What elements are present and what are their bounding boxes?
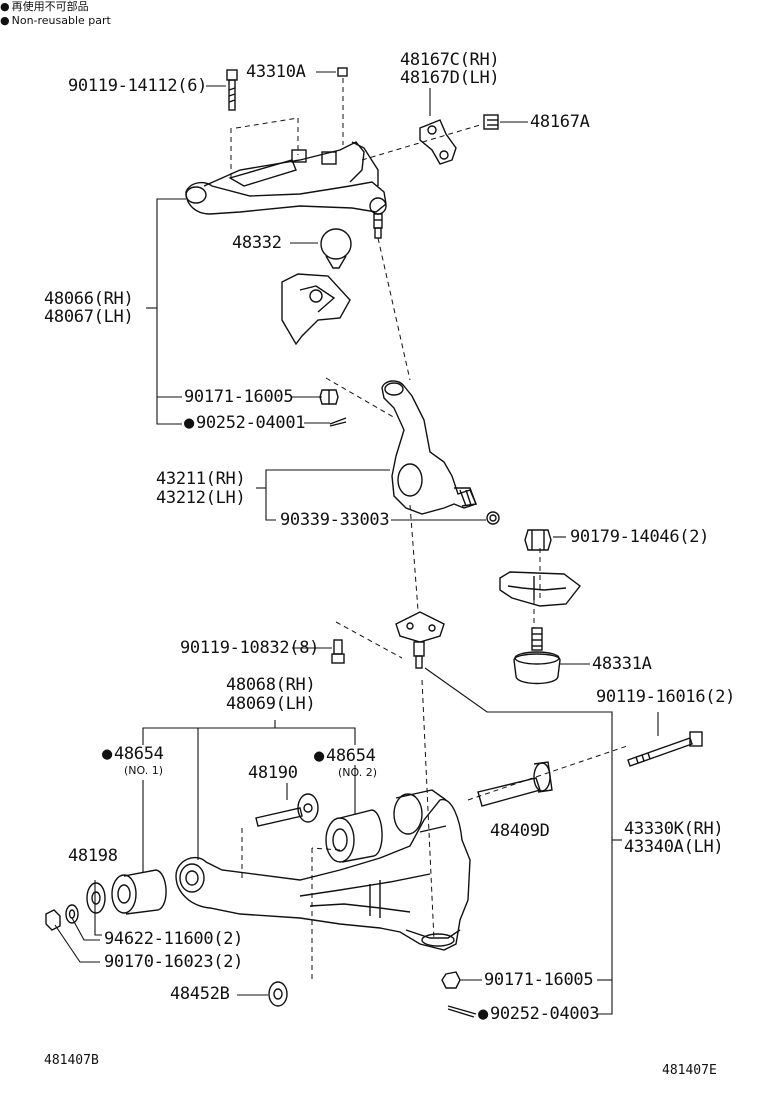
bolt-90119-16016 <box>627 731 703 767</box>
legend-en: Non-reusable part <box>0 14 760 28</box>
bolt-48409D <box>477 761 553 807</box>
label-90252-04003[interactable]: 90252-04003 <box>478 1004 600 1024</box>
cam-plate-48167 <box>419 119 457 165</box>
nut-90339-33003 <box>486 511 500 525</box>
label-48654-no1-text: 48654 <box>113 744 164 764</box>
label-no2: (NO. 2) <box>338 766 378 779</box>
bump-stopper-48332 <box>281 228 352 346</box>
label-48331A[interactable]: 48331A <box>592 654 652 674</box>
lower-ball-joint <box>395 611 445 669</box>
label-48069[interactable]: 48069(LH) <box>226 694 316 714</box>
label-43212[interactable]: 43212(LH) <box>156 488 246 508</box>
label-48066[interactable]: 48066(RH) <box>44 289 134 309</box>
label-43340A[interactable]: 43340A(LH) <box>624 837 724 857</box>
bolt-90119-14112 <box>226 69 238 111</box>
label-90171-16005-top[interactable]: 90171-16005 <box>184 387 294 407</box>
label-48332[interactable]: 48332 <box>232 233 282 253</box>
lower-control-arm <box>175 789 471 951</box>
label-48654-no2-text: 48654 <box>325 746 376 766</box>
label-48167A[interactable]: 48167A <box>530 112 590 132</box>
label-48654-no1[interactable]: 48654 <box>102 745 164 763</box>
label-48068[interactable]: 48068(RH) <box>226 675 316 695</box>
cotter-pin-90252-04001 <box>329 417 347 427</box>
label-90171-16005-bottom[interactable]: 90171-16005 <box>484 970 594 990</box>
label-90252-04001[interactable]: 90252-04001 <box>184 413 306 433</box>
label-90339-33003[interactable]: 90339-33003 <box>280 510 390 530</box>
label-48167D[interactable]: 48167D(LH) <box>400 68 500 88</box>
label-90119-16016[interactable]: 90119-16016(2) <box>596 687 736 707</box>
label-48167C[interactable]: 48167C(RH) <box>400 50 500 70</box>
nut-43310A <box>337 67 348 77</box>
cam-48452B <box>268 981 288 1007</box>
label-no1: (NO. 1) <box>124 764 164 777</box>
nut-90171-16005-bottom <box>441 971 461 989</box>
steering-knuckle-43211 <box>381 380 477 515</box>
label-43310A[interactable]: 43310A <box>246 62 306 82</box>
bushing-48654-no1 <box>111 869 167 915</box>
bolt-90119-10832 <box>331 639 345 664</box>
label-94622-11600[interactable]: 94622-11600(2) <box>104 929 244 949</box>
bolt-48167A <box>483 114 499 130</box>
label-48067[interactable]: 48067(LH) <box>44 307 134 327</box>
nut-90170-16023 <box>45 909 61 931</box>
label-48452B[interactable]: 48452B <box>170 984 230 1004</box>
legend-ja-text: 再使用不可部品 <box>11 0 89 13</box>
cam-bolt-48190 <box>255 793 319 827</box>
washer-48198 <box>86 882 106 914</box>
nut-90171-16005-top <box>319 389 339 405</box>
label-43211[interactable]: 43211(RH) <box>156 469 246 489</box>
diagram-code-right: 481407E <box>662 1063 717 1078</box>
label-43330K[interactable]: 43330K(RH) <box>624 819 724 839</box>
ball-joint-bracket <box>499 571 581 607</box>
label-48190[interactable]: 48190 <box>248 763 298 783</box>
label-90119-14112[interactable]: 90119-14112(6) <box>68 76 208 96</box>
lower-stopper-48331A <box>513 627 561 685</box>
label-48409D[interactable]: 48409D <box>490 821 550 841</box>
label-90179-14046[interactable]: 90179-14046(2) <box>570 527 710 547</box>
upper-control-arm <box>185 141 387 239</box>
bushing-48654-no2 <box>325 809 383 863</box>
label-48198[interactable]: 48198 <box>68 846 118 866</box>
label-90252-04003-text: 90252-04003 <box>489 1004 600 1024</box>
leader-lines <box>54 71 659 1015</box>
legend-en-text: Non-reusable part <box>11 14 111 27</box>
nut-90179-14046 <box>524 529 552 551</box>
label-90252-04001-text: 90252-04001 <box>195 413 306 433</box>
legend-ja: 再使用不可部品 <box>0 0 760 14</box>
cotter-pin-90252-04003 <box>447 1005 477 1018</box>
label-90119-10832[interactable]: 90119-10832(8) <box>180 638 320 658</box>
label-90170-16023[interactable]: 90170-16023(2) <box>104 952 244 972</box>
washer-94622-11600 <box>65 904 79 924</box>
diagram-code-left: 481407B <box>44 1053 99 1068</box>
label-48654-no2[interactable]: 48654 <box>314 747 376 765</box>
